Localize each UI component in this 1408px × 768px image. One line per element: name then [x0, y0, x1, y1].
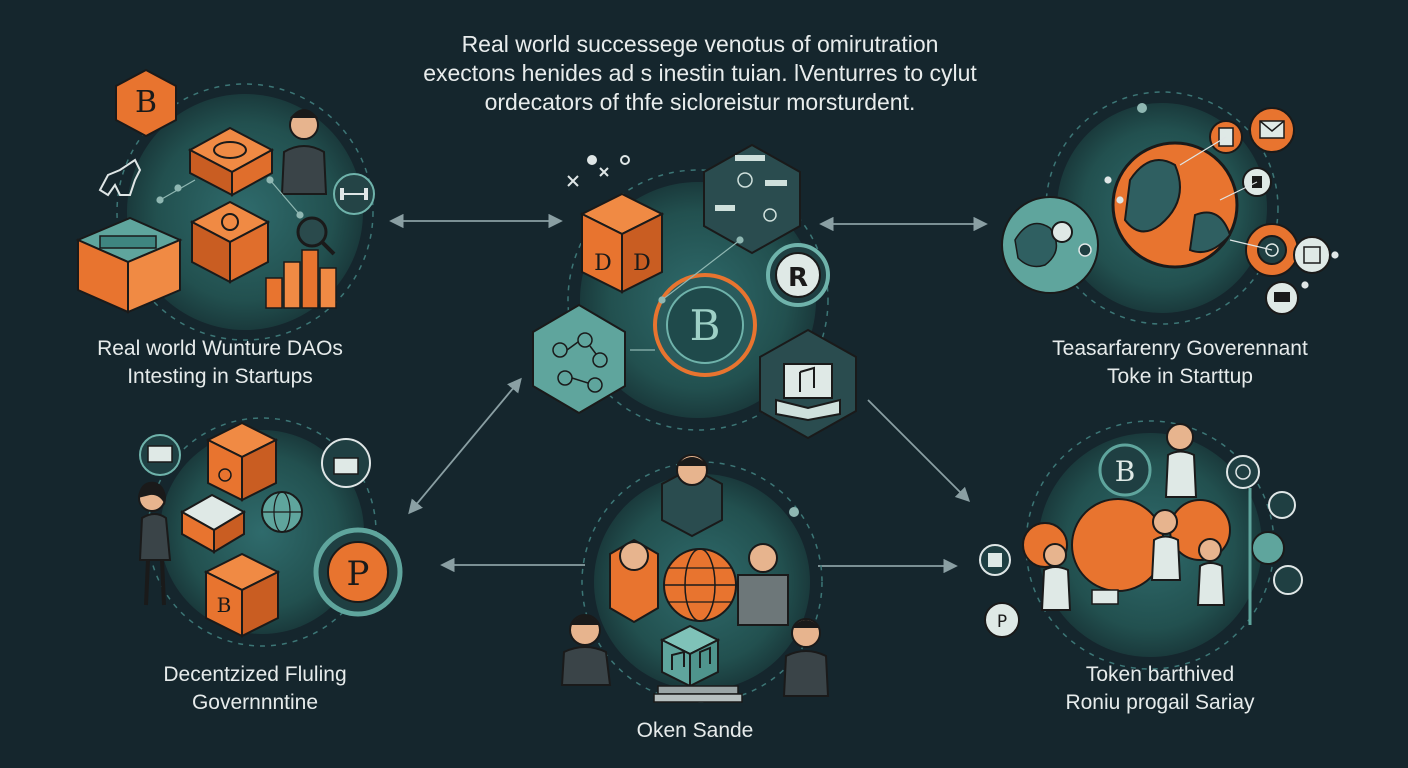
- man-right-icon: [782, 618, 830, 697]
- p-token-icon: P: [984, 602, 1020, 638]
- heading-line-1: Real world successege venotus of omirutr…: [461, 31, 939, 57]
- team-people-icon: [1040, 423, 1226, 611]
- chat-icon: [1265, 281, 1299, 315]
- puzzle-cube-icon: [205, 421, 279, 502]
- node-title-bottom-left: Decentzized Fluling: [163, 663, 347, 686]
- node-caption-bottom-center: Oken Sande: [590, 717, 800, 745]
- node-subtitle-bottom-right: Roniu progail Sariay: [1065, 691, 1255, 714]
- svg-text:R: R: [788, 263, 808, 293]
- svg-text:B: B: [690, 301, 721, 350]
- node-subtitle-top-right: Toke in Starttup: [1107, 365, 1253, 388]
- calendar-icon: [1293, 236, 1331, 274]
- sparkle-icons: [567, 155, 630, 187]
- node-title-top-left: Real world Wunture DAOs: [97, 337, 343, 360]
- network-globe-icon: [663, 548, 737, 622]
- node-title-top-right: Teasarfarenry Goverennant: [1052, 337, 1308, 360]
- bull-icon: [98, 158, 142, 197]
- orange-disc-icon: [1071, 498, 1165, 592]
- cluster-top-right: [1001, 91, 1339, 325]
- svg-text:P: P: [997, 612, 1007, 632]
- node-caption-top-left: Real world Wunture DAOs Intesting in Sta…: [60, 335, 380, 391]
- heading-line-3: ordecators of thfe sicloreistur morsturd…: [484, 89, 916, 115]
- node-subtitle-bottom-left: Governnntine: [191, 691, 319, 714]
- svg-text:P: P: [347, 554, 370, 594]
- monitor-icon: [139, 434, 181, 476]
- world-map-icon: [1001, 196, 1099, 294]
- svg-text:D: D: [594, 251, 612, 276]
- orange-cube-icon: [189, 200, 271, 284]
- molecule-hex-icon: [532, 303, 626, 415]
- man-left-icon: [560, 614, 612, 686]
- open-box-icon: [179, 493, 247, 554]
- bitcoin-badge-icon: B: [1098, 443, 1152, 497]
- cluster-bottom-right: B P: [979, 420, 1303, 670]
- woman-icon: [138, 481, 172, 606]
- small-globe-icon: [261, 491, 303, 533]
- chart-icon: [321, 438, 371, 488]
- music-book-hex-icon: [759, 328, 857, 440]
- dumbbell-icon: [333, 173, 375, 215]
- device-box-icon: [187, 126, 275, 197]
- archive-box-icon: [737, 543, 789, 626]
- node-caption-bottom-left: Decentzized Fluling Governnntine: [120, 661, 390, 717]
- svg-text:B: B: [217, 593, 232, 617]
- svg-text:B: B: [1115, 455, 1136, 488]
- user-hex-icon: [661, 454, 723, 538]
- storage-tray-icon: [75, 216, 183, 314]
- node-title-bottom-right: Token barthived: [1085, 663, 1235, 686]
- mail-icon: [1249, 107, 1295, 153]
- businessman-icon: [280, 109, 328, 195]
- node-title-bottom-center: Oken Sande: [636, 719, 754, 742]
- cluster-bottom-center: [560, 454, 830, 703]
- node-subtitle-top-left: Intesting in Startups: [127, 365, 313, 388]
- connectors: [389, 213, 988, 574]
- node-caption-top-right: Teasarfarenry Goverennant Toke in Startt…: [1010, 335, 1350, 391]
- bitcoin-hex-icon: B: [115, 68, 177, 138]
- network-hex-icon: [703, 143, 801, 255]
- node-caption-bottom-right: Token barthived Roniu progail Sariay: [1020, 661, 1300, 717]
- person-hex-icon: [609, 538, 659, 624]
- magnifier-icon: [296, 216, 336, 256]
- globe-icon: [1111, 141, 1239, 269]
- side-tool-icons: [979, 455, 1303, 625]
- bitcoin-coin-icon: B: [653, 273, 757, 377]
- bitcoin-cube-icon: B: [203, 552, 281, 638]
- orange-cube-d-icon: D D: [579, 192, 665, 294]
- p-coin-icon: P: [313, 527, 403, 617]
- cluster-top-left: B: [75, 68, 375, 341]
- cluster-center: B D D R: [532, 143, 857, 440]
- arrow-center-bottomright: [867, 399, 971, 503]
- svg-text:D: D: [633, 251, 651, 276]
- bar-chart-icon: [265, 249, 337, 309]
- arrow-center-bottomleft: [408, 377, 522, 515]
- diagram-heading: Real world successege venotus of omirutr…: [380, 30, 1020, 117]
- svg-text:B: B: [135, 85, 157, 120]
- music-cube-icon: [653, 624, 743, 703]
- heading-line-2: exectons henides ad s inestin tuian. lVe…: [423, 60, 977, 86]
- token-r-icon: R: [766, 243, 830, 307]
- cluster-bottom-left: B P: [138, 417, 403, 647]
